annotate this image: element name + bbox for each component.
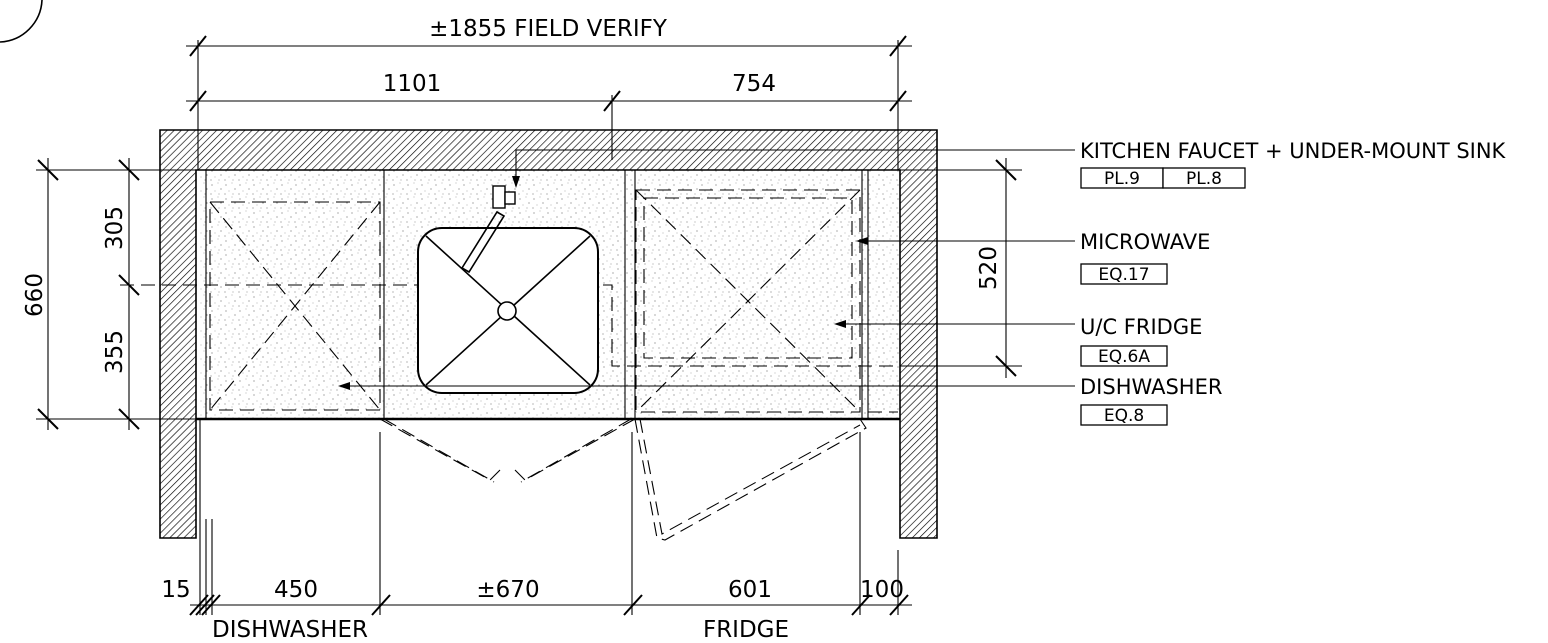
dim-bottom-100: 100 — [860, 577, 904, 603]
callout-label: MICROWAVE — [1080, 230, 1210, 254]
dim-bottom-15: 15 — [161, 577, 190, 603]
pipe-dashed-line — [120, 284, 905, 367]
callout-label: U/C FRIDGE — [1080, 315, 1202, 339]
door-swings — [379, 418, 867, 541]
callout-kitchen-faucet: KITCHEN FAUCET + UNDER-MOUNT SINK PL.9 P… — [1080, 139, 1507, 189]
left-dimension-lines — [36, 158, 200, 430]
dim-bottom-670: ±670 — [476, 577, 539, 603]
callout-microwave: MICROWAVE EQ.17 — [1080, 230, 1210, 285]
callout-tag: EQ.6A — [1098, 347, 1150, 367]
top-dimension-lines — [186, 35, 912, 170]
sink — [417, 227, 599, 394]
dim-bottom-601: 601 — [728, 577, 772, 603]
dim-depth-upper: 305 — [102, 206, 128, 250]
fridge-outline — [635, 189, 898, 413]
dim-top-right: 754 — [732, 71, 776, 97]
bottom-label-dishwasher: DISHWASHER — [212, 617, 368, 643]
callout-tag: PL.8 — [1186, 169, 1222, 189]
dim-depth-total: 660 — [22, 273, 48, 317]
dim-overall: ±1855 FIELD VERIFY — [429, 16, 668, 42]
callout-dishwasher: DISHWASHER EQ.8 — [1080, 375, 1222, 426]
right-dimension-lines — [900, 158, 1022, 378]
callout-tag: EQ.17 — [1098, 265, 1149, 285]
dim-depth-lower: 355 — [102, 330, 128, 374]
dishwasher-outline — [209, 201, 381, 411]
callout-uc-fridge: U/C FRIDGE EQ.6A — [1080, 315, 1202, 367]
callout-label: DISHWASHER — [1080, 375, 1222, 399]
faucet-icon — [460, 185, 516, 274]
dim-top-left: 1101 — [383, 71, 442, 97]
callout-tag: PL.9 — [1104, 169, 1140, 189]
section-marker-circle — [0, 0, 43, 43]
bottom-label-fridge: FRIDGE — [703, 617, 789, 643]
bottom-dimension-lines — [189, 594, 912, 616]
dim-bottom-450: 450 — [274, 577, 318, 603]
callout-label: KITCHEN FAUCET + UNDER-MOUNT SINK — [1080, 139, 1507, 163]
leader-lines — [338, 149, 1075, 390]
dim-fridge-depth: 520 — [976, 246, 1002, 290]
callout-tag: EQ.8 — [1104, 406, 1144, 426]
